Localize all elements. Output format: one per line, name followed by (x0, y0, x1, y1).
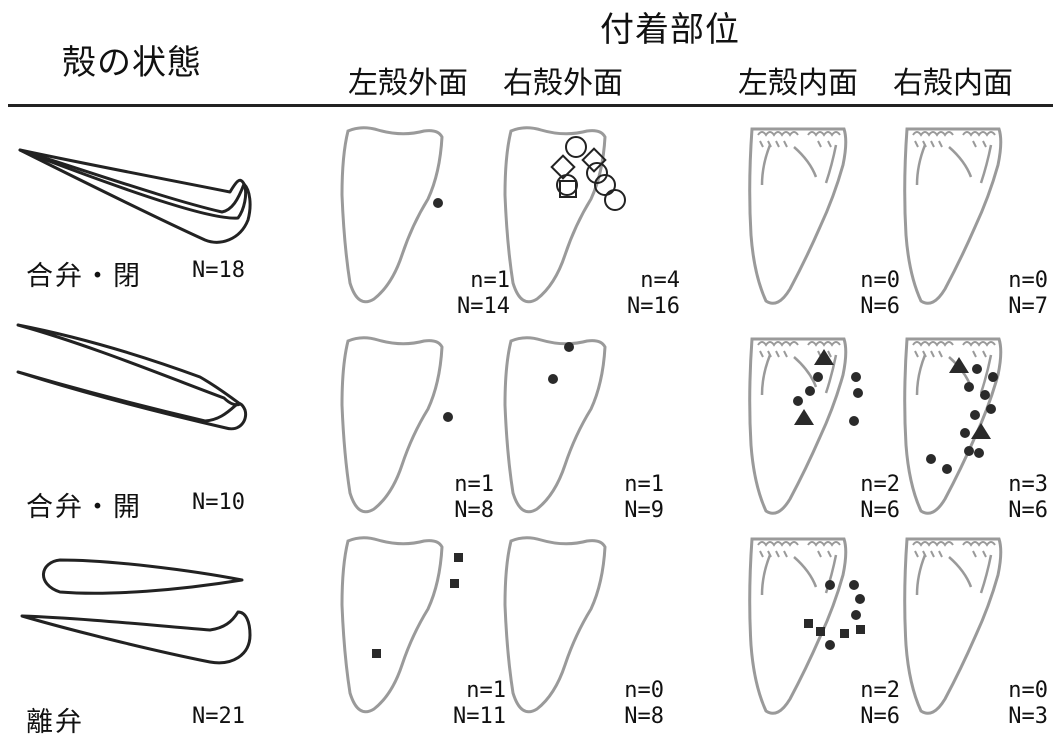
marker-circle-open (605, 190, 625, 210)
count-N: N=6 (840, 294, 900, 320)
marker-circle-filled (849, 416, 859, 426)
marker-triangle-filled (971, 423, 991, 439)
count-r1-right-inner: n=0 N=7 (983, 268, 1048, 320)
count-n: n=0 (983, 678, 1048, 704)
count-r3-right-outer: n=0 N=8 (600, 678, 664, 730)
marker-square-filled (372, 649, 381, 658)
marker-circle-filled (853, 388, 863, 398)
marker-circle-filled (813, 372, 823, 382)
panel-r2-right-outer (505, 338, 605, 512)
count-r1-left-inner: n=0 N=6 (840, 268, 900, 320)
marker-circle-filled (964, 382, 974, 392)
marker-circle-filled (986, 404, 996, 414)
marker-circle-filled (793, 396, 803, 406)
count-N: N=8 (434, 498, 494, 524)
marker-square-filled (840, 629, 849, 638)
count-r1-right-outer: n=4 N=16 (600, 268, 680, 320)
marker-circle-filled (964, 446, 974, 456)
count-N: N=7 (983, 294, 1048, 320)
count-n: n=1 (434, 472, 494, 498)
count-r1-left-outer: n=1 N=14 (434, 268, 510, 320)
marker-circle-filled (974, 448, 984, 458)
marker-circle-filled (805, 386, 815, 396)
marker-circle-filled (851, 372, 861, 382)
count-n: n=0 (840, 268, 900, 294)
marker-circle-filled (942, 464, 952, 474)
count-r2-right-outer: n=1 N=9 (600, 472, 664, 524)
count-n: n=0 (983, 268, 1048, 294)
count-N: N=6 (983, 498, 1048, 524)
marker-square-filled (816, 627, 825, 636)
marker-square-filled (856, 625, 865, 634)
count-N: N=11 (434, 704, 506, 730)
count-n: n=1 (434, 268, 510, 294)
marker-circle-filled (926, 454, 936, 464)
marker-circle-filled (443, 412, 453, 422)
count-N: N=16 (600, 294, 680, 320)
count-r3-left-inner: n=2 N=6 (840, 678, 900, 730)
marker-circle-filled (855, 594, 865, 604)
count-r2-left-inner: n=2 N=6 (840, 472, 900, 524)
count-n: n=1 (434, 678, 506, 704)
count-r2-left-outer: n=1 N=8 (434, 472, 494, 524)
marker-triangle-filled (794, 409, 814, 425)
marker-square-filled (804, 619, 813, 628)
marker-circle-filled (849, 580, 859, 590)
count-r2-right-inner: n=3 N=6 (983, 472, 1048, 524)
count-N: N=14 (434, 294, 510, 320)
count-N: N=9 (600, 498, 664, 524)
marker-circle-filled (980, 390, 990, 400)
marker-circle-open (566, 137, 586, 157)
marker-circle-filled (851, 610, 861, 620)
count-n: n=1 (600, 472, 664, 498)
marker-square-filled (454, 553, 463, 562)
marker-circle-filled (548, 374, 558, 384)
count-r3-left-outer: n=1 N=11 (434, 678, 506, 730)
marker-circle-filled (433, 198, 443, 208)
marker-square-filled (450, 579, 459, 588)
count-N: N=6 (840, 704, 900, 730)
marker-circle-filled (970, 410, 980, 420)
marker-circle-filled (988, 372, 998, 382)
count-n: n=4 (600, 268, 680, 294)
panel-r3-right-outer (505, 538, 605, 712)
count-N: N=6 (840, 498, 900, 524)
count-n: n=0 (600, 678, 664, 704)
marker-circle-filled (960, 428, 970, 438)
panel-r1-left-inner (750, 129, 846, 303)
count-n: n=2 (840, 472, 900, 498)
count-N: N=3 (983, 704, 1048, 730)
panel-r1-left-outer (342, 128, 443, 302)
marker-circle-filled (564, 342, 574, 352)
count-n: n=2 (840, 678, 900, 704)
count-n: n=3 (983, 472, 1048, 498)
count-r3-right-inner: n=0 N=3 (983, 678, 1048, 730)
marker-circle-filled (825, 640, 835, 650)
count-N: N=8 (600, 704, 664, 730)
marker-circle-filled (972, 364, 982, 374)
marker-circle-filled (825, 580, 835, 590)
